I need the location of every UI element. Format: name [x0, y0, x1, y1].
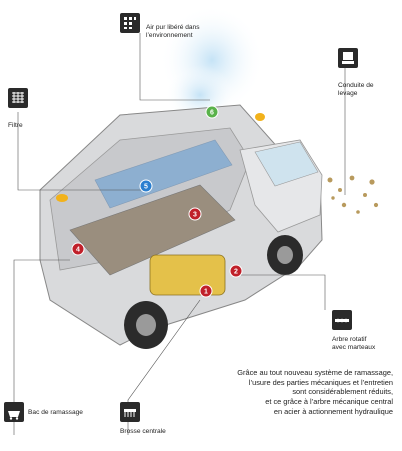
svg-text:4: 4 [76, 247, 80, 254]
conduite-icon [338, 48, 358, 68]
vehicle-body [39, 104, 323, 349]
arbre-icon-svg [335, 318, 349, 323]
label-arbre: Arbre rotatif avec marteaux [332, 336, 376, 351]
svg-text:6: 6 [210, 110, 214, 117]
caption-line: l’usure des parties mécaniques et l’entr… [248, 377, 393, 387]
badge-6: 6 [205, 105, 219, 119]
filtre-icon-svg [12, 92, 24, 103]
air-icon [120, 13, 140, 33]
caption-line: et ce grâce à l’arbre mécanique central [265, 396, 393, 406]
label-bac: Bac de ramassage [28, 409, 83, 416]
brosse-icon [120, 402, 140, 422]
caption-text: Grâce au tout nouveau système de ramassa… [203, 368, 393, 416]
badge-3: 3 [188, 207, 202, 221]
badge-4: 4 [71, 242, 85, 256]
label-conduite: Conduite de levage [338, 82, 374, 97]
bac-icon [4, 402, 24, 422]
badge-1: 1 [199, 284, 213, 298]
badge-5: 5 [139, 179, 153, 193]
debris-particles [327, 175, 379, 214]
caption-line: en acier à actionnement hydraulique [273, 406, 393, 416]
conduite-icon-svg [342, 52, 354, 64]
svg-text:2: 2 [234, 269, 238, 276]
svg-text:1: 1 [204, 289, 208, 296]
leader-lines [13, 33, 346, 435]
svg-text:5: 5 [144, 184, 148, 191]
label-filtre: Filtre [8, 122, 23, 129]
bac-icon-svg [8, 411, 20, 420]
caption-line: sont considérablement réduits, [292, 387, 393, 397]
filtre-icon [8, 88, 28, 108]
badge-2: 2 [229, 264, 243, 278]
arbre-icon [332, 310, 352, 330]
svg-text:3: 3 [193, 212, 197, 219]
brosse-icon-svg [124, 409, 136, 417]
label-brosse: Brosse centrale [120, 428, 166, 435]
air-icon-svg [124, 17, 136, 29]
caption-line: Grâce au tout nouveau système de ramassa… [237, 368, 393, 377]
label-air: Air pur libéré dans l’environnement [146, 24, 200, 39]
